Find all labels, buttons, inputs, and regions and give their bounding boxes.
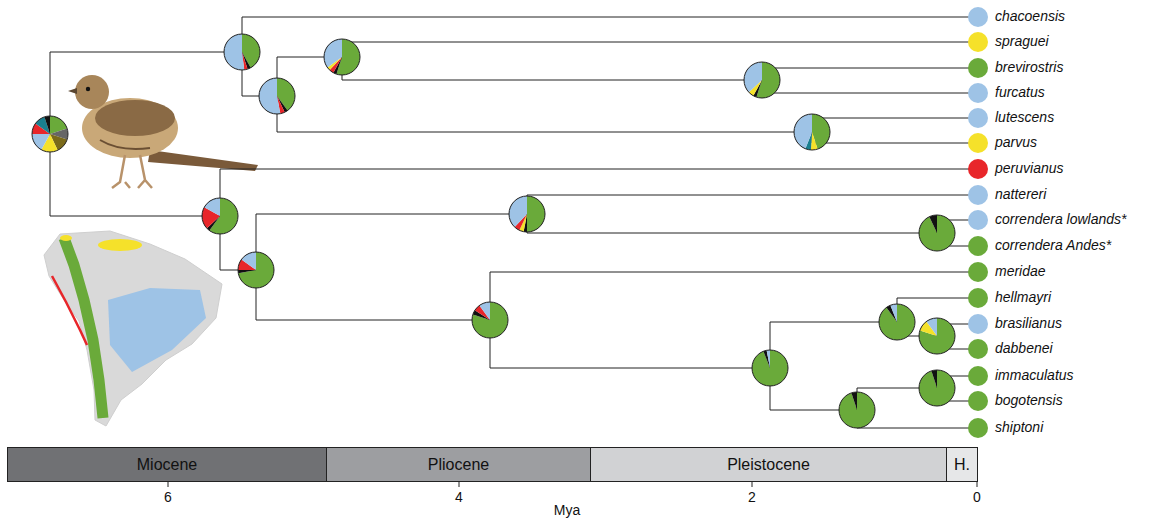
ancestral-state-pies — [32, 7, 988, 438]
branch — [812, 143, 978, 144]
tick — [168, 482, 169, 487]
tip-state — [968, 288, 988, 308]
pie-chart — [879, 304, 915, 340]
branch — [490, 272, 978, 273]
axis-tick-label: 0 — [973, 490, 981, 504]
pie-chart — [919, 370, 955, 406]
pie-chart — [324, 39, 360, 75]
taxon-label: brevirostris — [995, 60, 1063, 74]
pie-chart — [202, 198, 238, 234]
branch — [342, 42, 978, 43]
taxon-label: brasilianus — [995, 316, 1062, 330]
tip-state — [968, 83, 988, 103]
pie-chart — [794, 114, 830, 150]
epoch-band: Pliocene — [326, 447, 591, 482]
branch — [812, 118, 978, 119]
taxon-label: dabbenei — [995, 341, 1053, 355]
tip-state — [968, 7, 988, 27]
tip-state — [968, 210, 988, 230]
branch — [220, 169, 978, 170]
pie-chart — [32, 116, 68, 152]
phylogeny-branches — [50, 17, 978, 428]
tip-state — [968, 32, 988, 52]
branch — [527, 195, 978, 196]
taxon-label: hellmayri — [995, 290, 1051, 304]
axis-title: Mya — [554, 503, 580, 517]
taxon-label: nattereri — [995, 187, 1046, 201]
epoch-name: Pleistocene — [727, 456, 810, 474]
tip-state — [968, 339, 988, 359]
tick — [977, 482, 978, 487]
pie-chart — [752, 350, 788, 386]
taxon-label: peruvianus — [995, 161, 1064, 175]
branch — [342, 80, 762, 81]
branch — [50, 52, 242, 53]
taxon-label: furcatus — [995, 85, 1045, 99]
taxon-label: lutescens — [995, 110, 1054, 124]
pie-chart — [919, 318, 955, 354]
axis-ticks — [168, 482, 977, 487]
branch — [277, 132, 812, 133]
tick — [459, 482, 460, 487]
branch — [527, 233, 937, 234]
tip-state — [968, 108, 988, 128]
pie-chart — [509, 196, 545, 232]
tip-state — [968, 236, 988, 256]
taxon-label: spraguei — [995, 34, 1049, 48]
taxon-label: correndera lowlands* — [995, 212, 1127, 226]
axis-tick-label: 6 — [164, 490, 172, 504]
branch — [897, 298, 978, 299]
tip-state — [968, 314, 988, 334]
branch — [762, 93, 978, 94]
epoch-name: Miocene — [137, 456, 197, 474]
epoch-band: Miocene — [7, 447, 327, 482]
branch — [857, 428, 978, 429]
tip-state — [968, 185, 988, 205]
tip-state — [968, 262, 988, 282]
taxon-label: chacoensis — [995, 9, 1065, 23]
tip-state — [968, 391, 988, 411]
taxon-label: immaculatus — [995, 368, 1074, 382]
axis-tick-label: 4 — [455, 490, 463, 504]
pipit-illustration — [68, 75, 258, 188]
axis-tick-label: 2 — [748, 490, 756, 504]
tick — [752, 482, 753, 487]
branch — [770, 322, 897, 323]
taxon-label: bogotensis — [995, 393, 1063, 407]
tip-state — [968, 366, 988, 386]
pie-chart — [259, 78, 295, 114]
epoch-name: Pliocene — [428, 456, 489, 474]
tip-state — [968, 133, 988, 153]
taxon-label: parvus — [995, 135, 1037, 149]
pie-chart — [744, 62, 780, 98]
branch — [256, 214, 527, 215]
pie-chart — [919, 215, 955, 251]
branch — [50, 216, 220, 217]
taxon-label: shiptoni — [995, 420, 1043, 434]
tip-state — [968, 159, 988, 179]
pie-chart — [472, 302, 508, 338]
branch — [490, 368, 770, 369]
south-america-map — [44, 231, 222, 426]
tip-state — [968, 58, 988, 78]
branch — [762, 68, 978, 69]
pie-chart — [224, 34, 260, 70]
epoch-band: Pleistocene — [590, 447, 947, 482]
branch — [242, 17, 978, 18]
epoch-name: H. — [954, 456, 970, 474]
epoch-band: H. — [946, 447, 978, 482]
taxon-label: correndera Andes* — [995, 238, 1111, 252]
taxon-label: meridae — [995, 264, 1046, 278]
branch — [256, 320, 490, 321]
pie-chart — [839, 392, 875, 428]
tip-state — [968, 418, 988, 438]
pie-chart — [238, 252, 274, 288]
